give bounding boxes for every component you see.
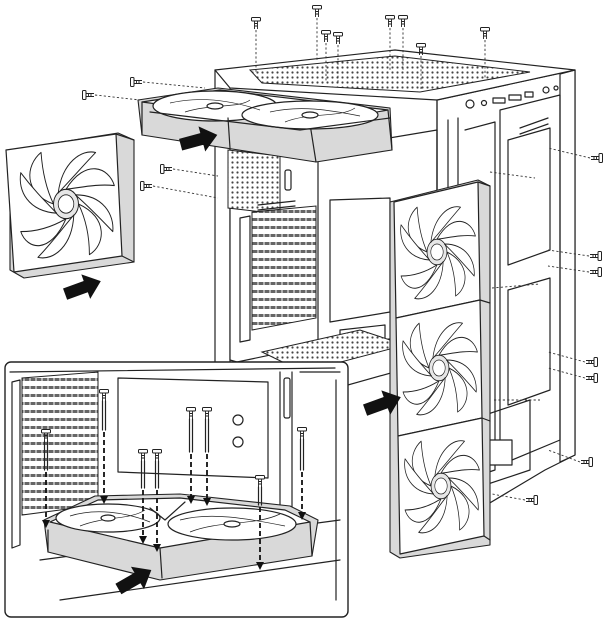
screw-icon [585, 373, 598, 383]
screw-icon [140, 181, 153, 191]
front-radiator-frame [499, 94, 561, 466]
inset-expansion-slots [21, 371, 99, 516]
top-mesh-filter [248, 55, 531, 93]
screw-icon [585, 357, 598, 367]
top-dual-fan [137, 87, 393, 163]
screw-icon [321, 30, 331, 43]
screw-icon [580, 457, 593, 467]
top-screws [251, 5, 490, 90]
screw-icon [385, 15, 395, 28]
expansion-slots [251, 205, 317, 331]
front-triple-fan [389, 179, 491, 559]
screw-icon [312, 5, 322, 18]
screw-icon [589, 251, 602, 261]
front-screws [489, 147, 603, 505]
screw-icon [82, 90, 95, 100]
screw-icon [480, 27, 490, 40]
screw-icon [130, 77, 143, 87]
case-front-edge [559, 69, 576, 463]
rear-fan [5, 132, 135, 279]
screw-icon [525, 495, 538, 505]
screw-icon [160, 164, 173, 174]
screw-icon [590, 153, 603, 163]
rear-fan-mesh [227, 149, 281, 215]
screw-icon [251, 17, 261, 30]
screw-icon [333, 32, 343, 45]
top-io-panel [465, 85, 559, 109]
screw-icon [398, 15, 408, 28]
inset-motherboard-cutout [117, 377, 269, 479]
inset-bottom-fan-detail [4, 361, 349, 618]
inset-screws [41, 389, 307, 570]
screw-icon [589, 267, 602, 277]
arrow-icon [60, 268, 106, 307]
